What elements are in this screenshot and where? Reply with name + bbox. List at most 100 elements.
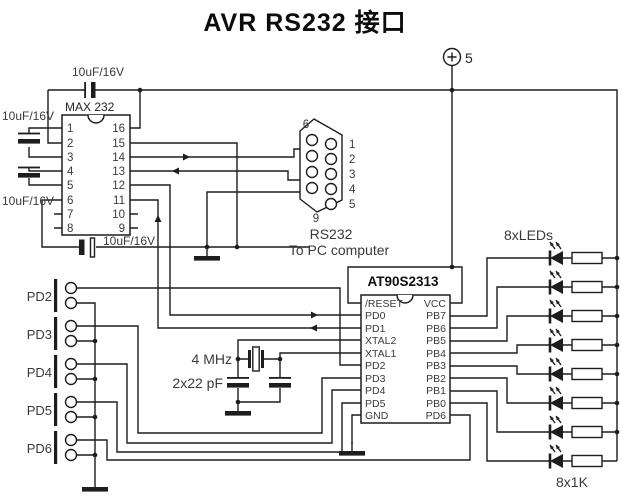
- resistor-icon: [571, 367, 603, 381]
- connector-pd4: [53, 354, 78, 389]
- db9-pin: 9: [313, 213, 319, 225]
- power-rail-wire: [140, 65, 618, 461]
- mcu-pin: PB6: [426, 323, 446, 335]
- ground-icon: [193, 246, 221, 262]
- arrow-right-icon: [183, 153, 190, 161]
- db9-pin: 6: [303, 119, 309, 131]
- signal-arrows: [154, 153, 318, 332]
- max232-pin: 15: [112, 138, 125, 150]
- max232-pin: 1: [67, 123, 73, 135]
- capacitor-icon: [227, 377, 249, 379]
- mcu-pin: PB0: [426, 398, 446, 410]
- cap-label: 10uF/16V: [2, 109, 54, 123]
- resistor-icon: [571, 251, 603, 265]
- resistor-icon: [571, 309, 603, 323]
- port-label: PD2: [27, 289, 52, 304]
- chip-notch-icon: [87, 114, 105, 124]
- mcu-pin: PD5: [365, 398, 386, 410]
- connector-pd6: [53, 430, 78, 465]
- db9-pin: 4: [349, 184, 356, 196]
- max232-pin: 3: [67, 152, 73, 164]
- max232-left-wires: [28, 89, 310, 248]
- mcu-pin: XTAL2: [365, 335, 396, 347]
- led-icon: [548, 327, 565, 354]
- max232-pin: 6: [67, 195, 73, 207]
- ground-icon: [224, 401, 252, 417]
- db9-pin: 3: [349, 169, 355, 181]
- max232-stubs: [54, 213, 138, 229]
- max232-pin: 4: [67, 166, 74, 178]
- mcu-pin: PD2: [365, 360, 386, 372]
- led-icon: [548, 356, 565, 383]
- max232-label: MAX 232: [65, 100, 115, 114]
- mcu-pin: GND: [365, 410, 389, 422]
- connector-pd2: [53, 278, 78, 313]
- capacitor-icon: [18, 166, 40, 169]
- mcu-pin: VCC: [424, 298, 447, 310]
- arrow-right-icon: [311, 311, 318, 319]
- port-label: PD6: [27, 441, 52, 456]
- led-icon: [548, 298, 565, 325]
- capacitor-icon: [269, 377, 291, 379]
- max232-pin: 14: [112, 152, 125, 164]
- mcu-pin: PB5: [426, 335, 446, 347]
- mcu-pin: PB4: [426, 348, 446, 360]
- capacitor-icon: [18, 132, 40, 135]
- max232-chip: MAX 232 1 2 3 4 5 6 7 8 16 15 14 13 12 1…: [61, 100, 131, 236]
- max232-capacitors: 10uF/16V 10uF/16V 10uF/16V 10uF/16V: [2, 65, 155, 258]
- junction-dots: [92, 87, 620, 458]
- max232-pin: 11: [113, 195, 125, 207]
- port-wires: [76, 287, 471, 478]
- db9-pin: 2: [349, 154, 355, 166]
- max232-pin: 9: [119, 223, 125, 235]
- db9-connector: 6 9 1 2 3 4 5 RS232 To PC computer: [289, 118, 390, 258]
- mcu-gnd-wire: [351, 414, 361, 444]
- port-label: PD5: [27, 403, 52, 418]
- led-icon: [548, 240, 565, 267]
- port-label: PD4: [27, 365, 52, 380]
- mcu-pin: PD1: [365, 323, 386, 335]
- ground-symbols: [81, 246, 366, 493]
- connector-pd5: [53, 392, 78, 427]
- mcu-pin: PD6: [426, 410, 447, 422]
- capacitor-icon: [79, 239, 85, 255]
- mcu-chip: AT90S2313 /RESET PD0 PD1 XTAL2 XTAL1 PD2…: [360, 274, 451, 424]
- port-label: PD3: [27, 327, 52, 342]
- mcu-pin: XTAL1: [365, 348, 396, 360]
- capacitor-icon: [84, 82, 86, 98]
- mcu-pin: PB2: [426, 373, 446, 385]
- max232-pin: 8: [67, 223, 73, 235]
- wiring: [28, 65, 618, 478]
- mcu-label: AT90S2313: [367, 274, 439, 289]
- led-icon: [548, 385, 565, 412]
- mcu-pin: PD4: [365, 385, 386, 397]
- crystal-wires: [237, 339, 361, 403]
- ground-icon: [338, 441, 366, 457]
- crystal-icon: [248, 350, 251, 368]
- led-icon: [548, 269, 565, 296]
- db9-subtitle: To PC computer: [289, 242, 390, 258]
- led-icon: [548, 443, 565, 470]
- mcu-pin: PD0: [365, 310, 386, 322]
- resistor-icon: [571, 396, 603, 410]
- connector-pd3: [53, 316, 78, 351]
- db9-title: RS232: [310, 226, 353, 242]
- max232-pin: 5: [67, 180, 73, 192]
- max232-pin: 12: [112, 180, 125, 192]
- port-connectors: PD2 PD3 PD4 PD5 PD6: [27, 278, 78, 465]
- arrow-up-icon: [154, 215, 162, 222]
- arrow-left-icon: [172, 167, 179, 175]
- max232-pin: 16: [112, 123, 125, 135]
- schematic-title: AVR RS232 接口: [203, 9, 406, 37]
- max232-pin: 10: [112, 209, 125, 221]
- resistor-icon: [571, 425, 603, 439]
- db9-pin: 5: [349, 199, 355, 211]
- resistor-icon: [571, 280, 603, 294]
- resistor-icon: [571, 454, 603, 468]
- led-bank: 8xLEDs 8x1K: [504, 227, 603, 490]
- chip-notch-icon: [396, 294, 414, 304]
- power-label: 5: [465, 50, 473, 66]
- resistor-bank-label: 8x1K: [556, 474, 589, 490]
